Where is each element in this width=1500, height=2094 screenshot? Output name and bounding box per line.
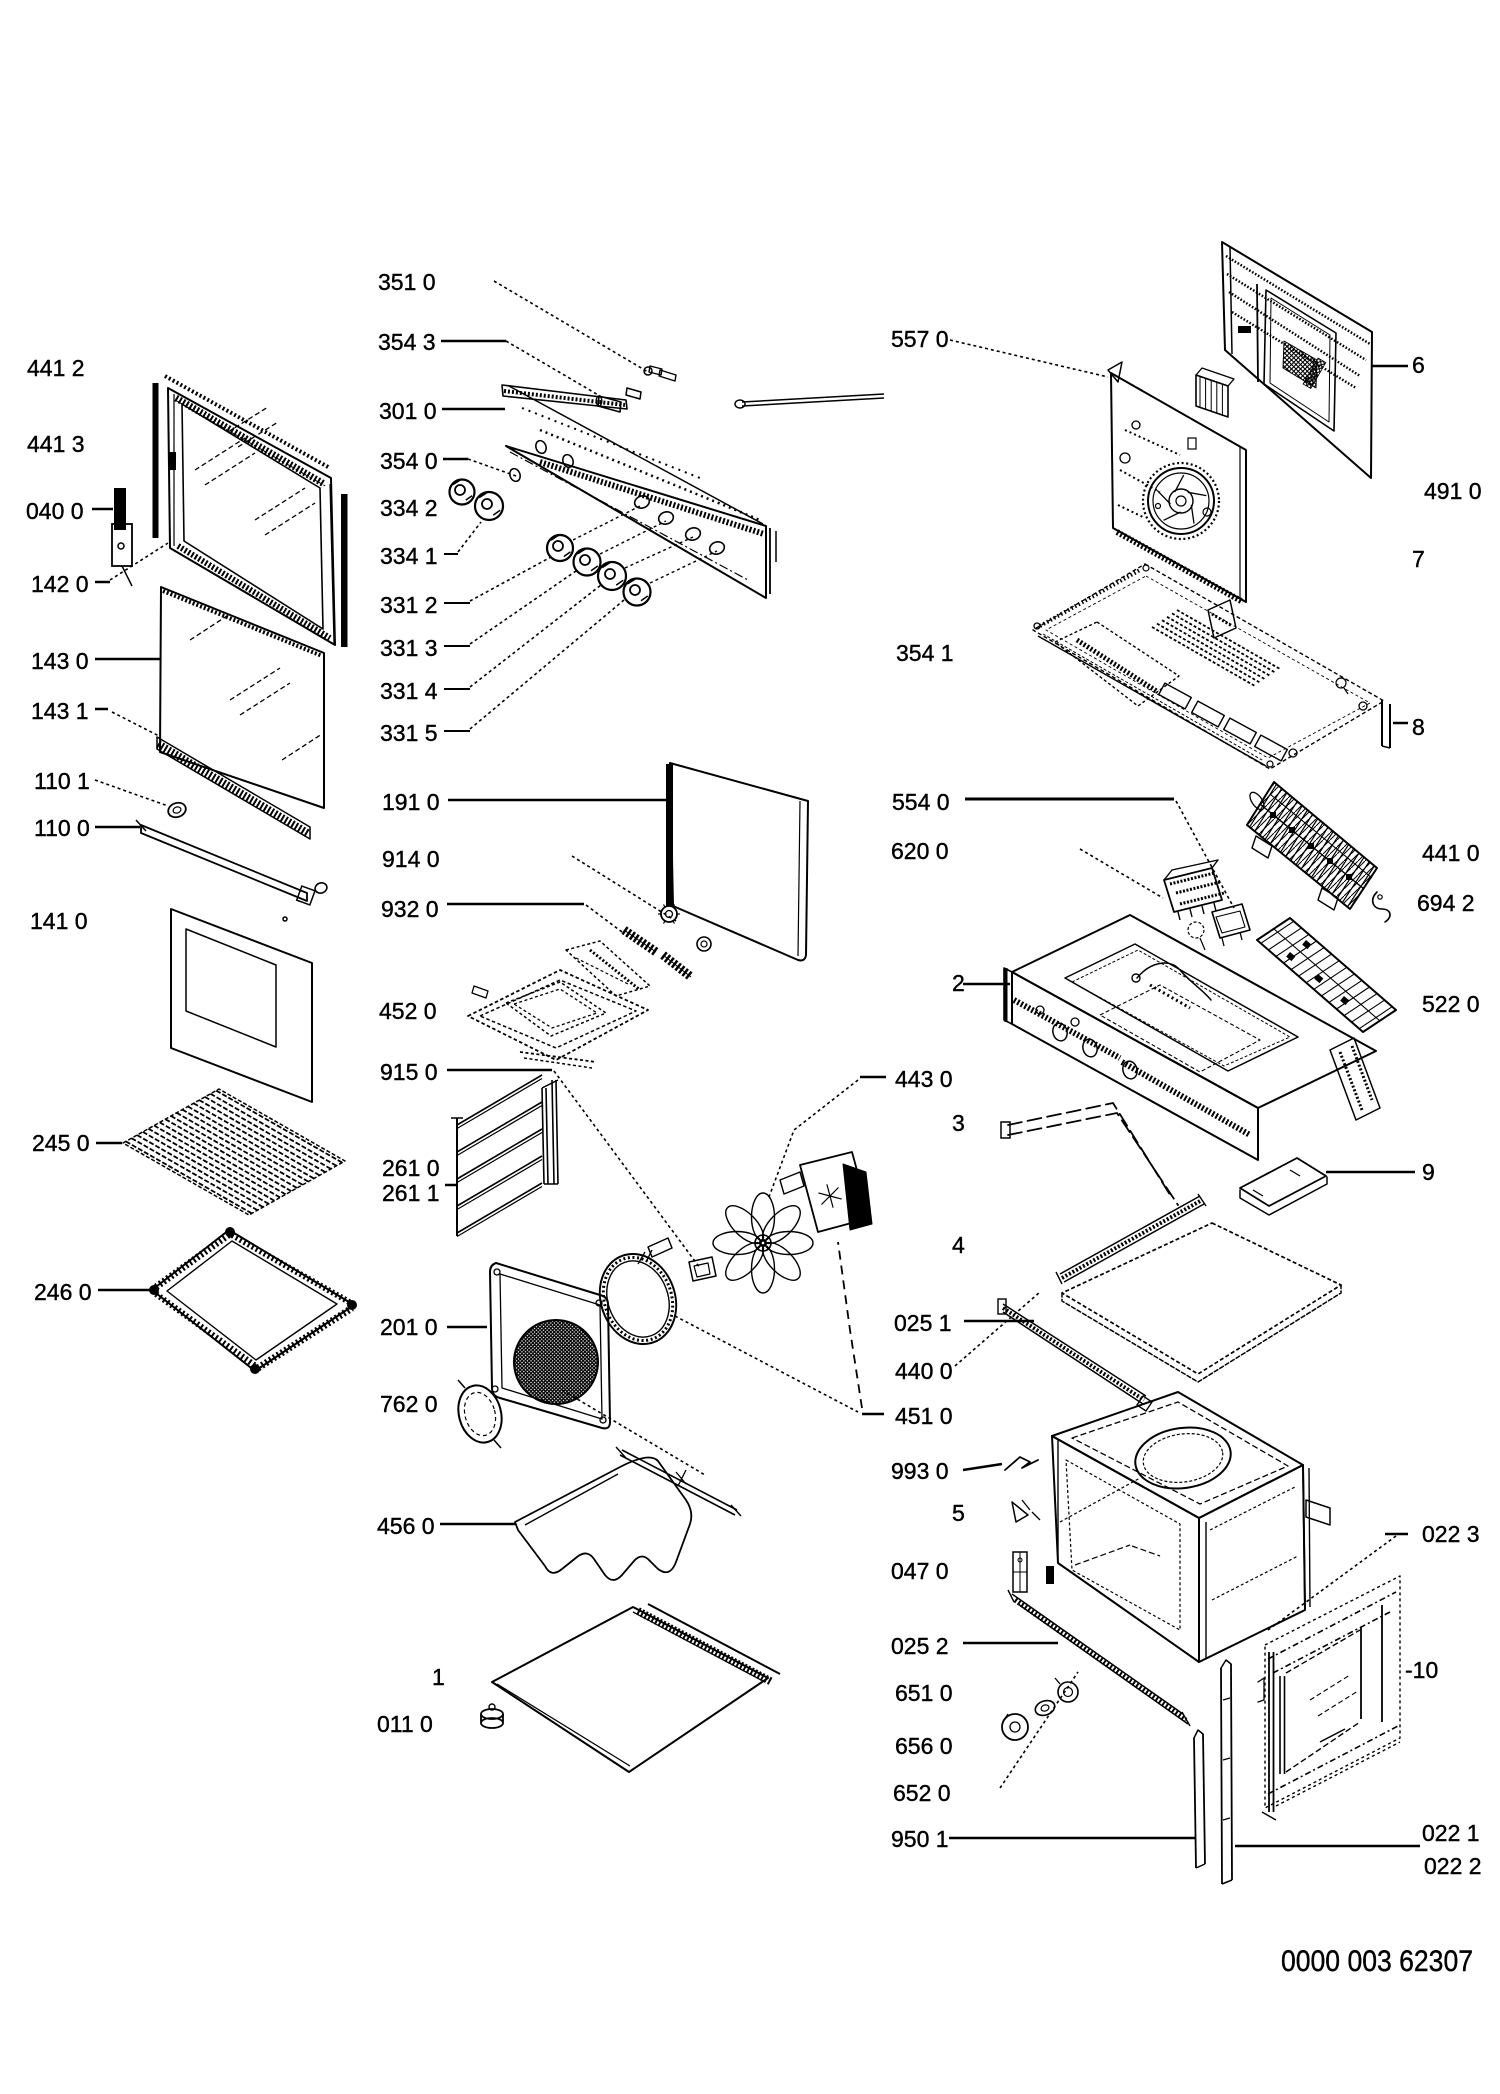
svg-text:7: 7 xyxy=(1412,546,1425,572)
svg-text:451 0: 451 0 xyxy=(895,1403,953,1429)
svg-text:441 0: 441 0 xyxy=(1422,840,1480,866)
svg-text:932 0: 932 0 xyxy=(381,896,439,922)
svg-text:491 0: 491 0 xyxy=(1424,478,1482,504)
svg-text:694 2: 694 2 xyxy=(1417,890,1475,916)
svg-text:522 0: 522 0 xyxy=(1422,991,1480,1017)
svg-text:331 5: 331 5 xyxy=(380,720,438,746)
svg-text:141 0: 141 0 xyxy=(30,908,88,934)
svg-text:143 1: 143 1 xyxy=(31,698,89,724)
svg-text:554 0: 554 0 xyxy=(892,789,950,815)
svg-text:354 1: 354 1 xyxy=(896,640,954,666)
svg-text:914 0: 914 0 xyxy=(382,846,440,872)
svg-text:443 0: 443 0 xyxy=(895,1066,953,1092)
svg-text:6: 6 xyxy=(1412,352,1425,378)
svg-text:-10: -10 xyxy=(1405,1657,1438,1683)
svg-text:246 0: 246 0 xyxy=(34,1279,92,1305)
svg-text:0000 003 62307: 0000 003 62307 xyxy=(1281,1945,1473,1978)
svg-text:354 3: 354 3 xyxy=(378,329,436,355)
svg-text:022 3: 022 3 xyxy=(1422,1521,1480,1547)
svg-text:261 0: 261 0 xyxy=(382,1155,440,1181)
svg-text:440 0: 440 0 xyxy=(895,1358,953,1384)
svg-text:334 1: 334 1 xyxy=(380,543,438,569)
svg-text:331 3: 331 3 xyxy=(380,635,438,661)
svg-text:331 2: 331 2 xyxy=(380,592,438,618)
svg-text:191 0: 191 0 xyxy=(382,789,440,815)
svg-text:762 0: 762 0 xyxy=(380,1391,438,1417)
svg-text:143 0: 143 0 xyxy=(31,648,89,674)
svg-text:456 0: 456 0 xyxy=(377,1513,435,1539)
svg-text:201 0: 201 0 xyxy=(380,1314,438,1340)
svg-text:025 1: 025 1 xyxy=(894,1310,952,1336)
svg-text:441 3: 441 3 xyxy=(27,431,85,457)
svg-text:142 0: 142 0 xyxy=(31,571,89,597)
svg-text:022 2: 022 2 xyxy=(1424,1853,1482,1879)
svg-text:652 0: 652 0 xyxy=(893,1780,951,1806)
svg-text:993 0: 993 0 xyxy=(891,1458,949,1484)
svg-text:011 0: 011 0 xyxy=(377,1711,433,1737)
svg-text:1: 1 xyxy=(432,1664,445,1690)
svg-text:351 0: 351 0 xyxy=(378,269,436,295)
svg-text:354 0: 354 0 xyxy=(380,448,438,474)
svg-text:022 1: 022 1 xyxy=(1422,1820,1480,1846)
svg-text:557 0: 557 0 xyxy=(891,326,949,352)
svg-text:4: 4 xyxy=(952,1232,965,1258)
svg-text:334 2: 334 2 xyxy=(380,495,438,521)
svg-text:950 1: 950 1 xyxy=(891,1826,949,1852)
svg-text:5: 5 xyxy=(952,1500,965,1526)
svg-text:331 4: 331 4 xyxy=(380,678,438,704)
svg-text:110 0: 110 0 xyxy=(34,815,90,841)
svg-text:656 0: 656 0 xyxy=(895,1733,953,1759)
svg-text:620 0: 620 0 xyxy=(891,838,949,864)
svg-text:452 0: 452 0 xyxy=(379,998,437,1024)
svg-text:245 0: 245 0 xyxy=(32,1130,90,1156)
svg-text:261 1: 261 1 xyxy=(382,1180,440,1206)
svg-text:047 0: 047 0 xyxy=(891,1558,949,1584)
svg-text:8: 8 xyxy=(1412,714,1425,740)
svg-text:3: 3 xyxy=(952,1110,965,1136)
svg-text:301 0: 301 0 xyxy=(379,398,437,424)
svg-text:2: 2 xyxy=(952,970,965,996)
svg-text:9: 9 xyxy=(1422,1159,1435,1185)
svg-text:651 0: 651 0 xyxy=(895,1680,953,1706)
svg-text:441 2: 441 2 xyxy=(27,355,85,381)
svg-text:110 1: 110 1 xyxy=(34,768,90,794)
svg-text:915 0: 915 0 xyxy=(380,1059,438,1085)
svg-text:040 0: 040 0 xyxy=(26,498,84,524)
svg-text:025 2: 025 2 xyxy=(891,1633,949,1659)
